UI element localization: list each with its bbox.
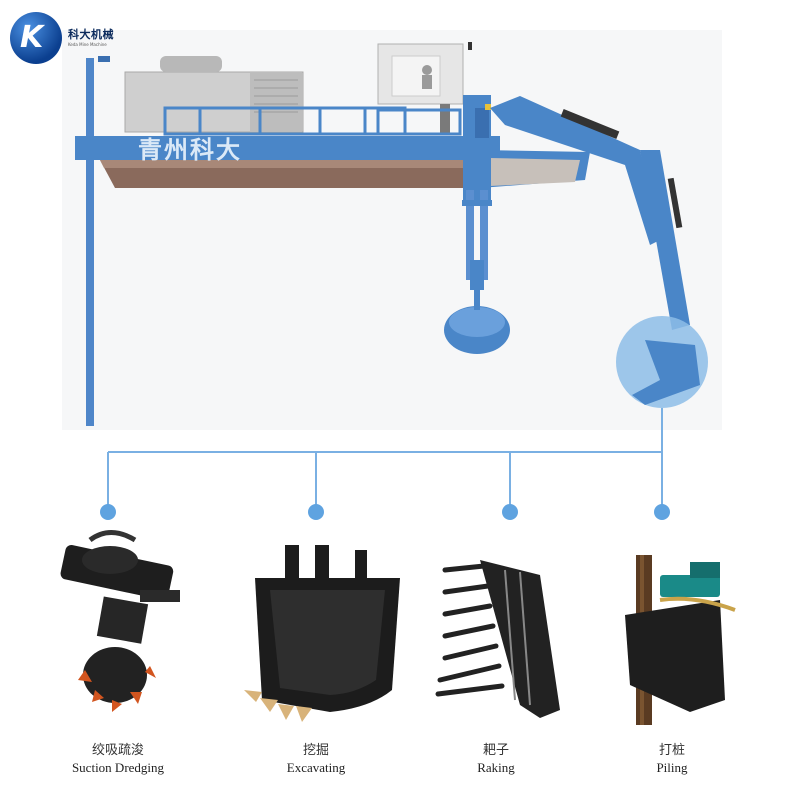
tool-en-label: Piling xyxy=(656,760,688,775)
tool-label-suction: 绞吸疏浚 Suction Dredging xyxy=(43,743,193,777)
tool-cn-label: 挖掘 xyxy=(302,743,329,758)
logo-en-name: Keda Mine Machine xyxy=(68,42,107,47)
connector-dot-suction xyxy=(100,504,116,520)
pile-driver-icon xyxy=(625,555,736,725)
rake-icon xyxy=(435,560,560,718)
tool-cn-label: 打桩 xyxy=(658,743,685,758)
hull-deck xyxy=(75,136,500,160)
connector-dot-raking xyxy=(502,504,518,520)
connector-dot-excavating xyxy=(308,504,324,520)
boom-cylinder xyxy=(560,109,620,139)
tool-label-excavating: 挖掘 Excavating xyxy=(241,743,391,777)
spud-pole xyxy=(86,58,94,426)
company-logo: K 科大机械 Keda Mine Machine xyxy=(10,12,140,64)
bucket-icon xyxy=(244,545,400,722)
attachment-connector xyxy=(107,408,663,510)
logo-cn-name: 科大机械 xyxy=(68,28,114,41)
tool-en-label: Raking xyxy=(477,760,515,775)
connector-dot-piling xyxy=(654,504,670,520)
logo-mark-icon: K xyxy=(10,12,62,64)
machine-bucket xyxy=(632,340,700,405)
deck-railing xyxy=(163,106,407,136)
tool-cn-label: 耙子 xyxy=(482,743,509,758)
tool-en-label: Excavating xyxy=(286,760,346,775)
tool-label-piling: 打桩 Piling xyxy=(597,743,747,777)
tool-en-label: Suction Dredging xyxy=(71,760,165,775)
arm-cylinder xyxy=(667,177,683,229)
excavator-boom xyxy=(490,96,660,245)
hull-text: 青州科大 xyxy=(138,136,242,164)
excavator-arm xyxy=(640,150,690,330)
tool-label-raking: 耙子 Raking xyxy=(421,743,571,777)
cutter-head-icon xyxy=(60,530,180,712)
tool-cn-label: 绞吸疏浚 xyxy=(91,743,144,758)
muffler xyxy=(160,56,222,72)
